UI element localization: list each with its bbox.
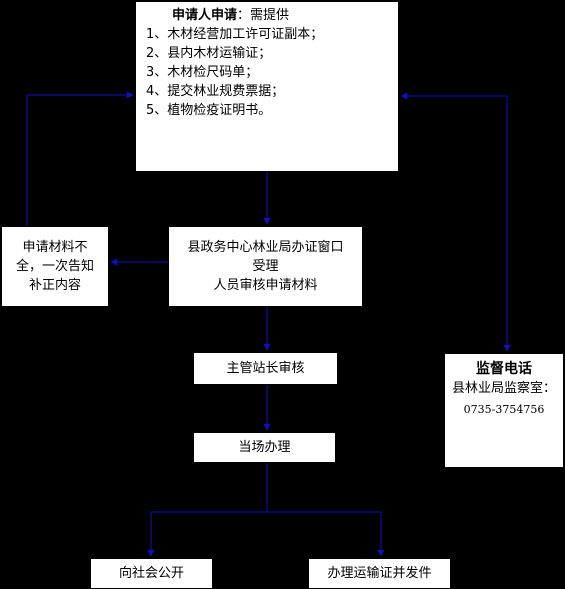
requirements-title: 申请人申请：需提供 (146, 6, 398, 25)
requirement-item: 1、木材经营加工许可证副本； (146, 27, 324, 42)
onsite-label: 当场办理 (238, 440, 291, 455)
supervision-hotline-box: 监督电话 县林业局监察室： 0735-3754756 (444, 353, 564, 468)
requirement-item: 3、木材检尺码单； (146, 65, 259, 80)
incomplete-materials-box: 申请材料不 全，一次告知 补正内容 (1, 226, 109, 307)
arrow-incomplete-to-request (26, 91, 134, 226)
window-acceptance-box: 县政务中心林业局办证窗口 受理 人员审核申请材料 (168, 226, 363, 307)
issue-permit-box: 办理运输证并发件 (308, 558, 451, 589)
supervision-phone: 0735-3754756 (463, 403, 545, 416)
requirements-title-suffix: ：需提供 (237, 8, 290, 23)
supervision-office: 县林业局监察室： (451, 381, 556, 396)
incomplete-line: 全，一次告知 (15, 259, 94, 274)
window-acceptance-line: 县政务中心林业局办证窗口 (187, 240, 344, 255)
requirements-title-bold: 申请人申请 (172, 8, 238, 23)
onsite-processing-box: 当场办理 (193, 432, 336, 463)
publicize-label: 向社会公开 (118, 566, 184, 581)
window-acceptance-line: 受理 (252, 259, 279, 274)
issue-permit-label: 办理运输证并发件 (327, 566, 432, 581)
incomplete-line: 申请材料不 (22, 240, 88, 255)
publicize-box: 向社会公开 (90, 558, 213, 589)
station-review-box: 主管站长审核 (193, 352, 338, 385)
requirement-item: 5、植物检疫证明书。 (146, 103, 272, 118)
application-requirements-box: 申请人申请：需提供 1、木材经营加工许可证副本； 2、县内木材运输证； 3、木材… (135, 1, 399, 172)
window-acceptance-line: 人员审核申请材料 (213, 278, 318, 293)
incomplete-line: 补正内容 (28, 278, 81, 293)
supervision-title: 监督电话 (476, 361, 532, 377)
station-review-label: 主管站长审核 (226, 361, 305, 376)
requirement-item: 4、提交林业规费票据； (146, 84, 285, 99)
requirement-item: 2、县内木材运输证； (146, 46, 272, 61)
